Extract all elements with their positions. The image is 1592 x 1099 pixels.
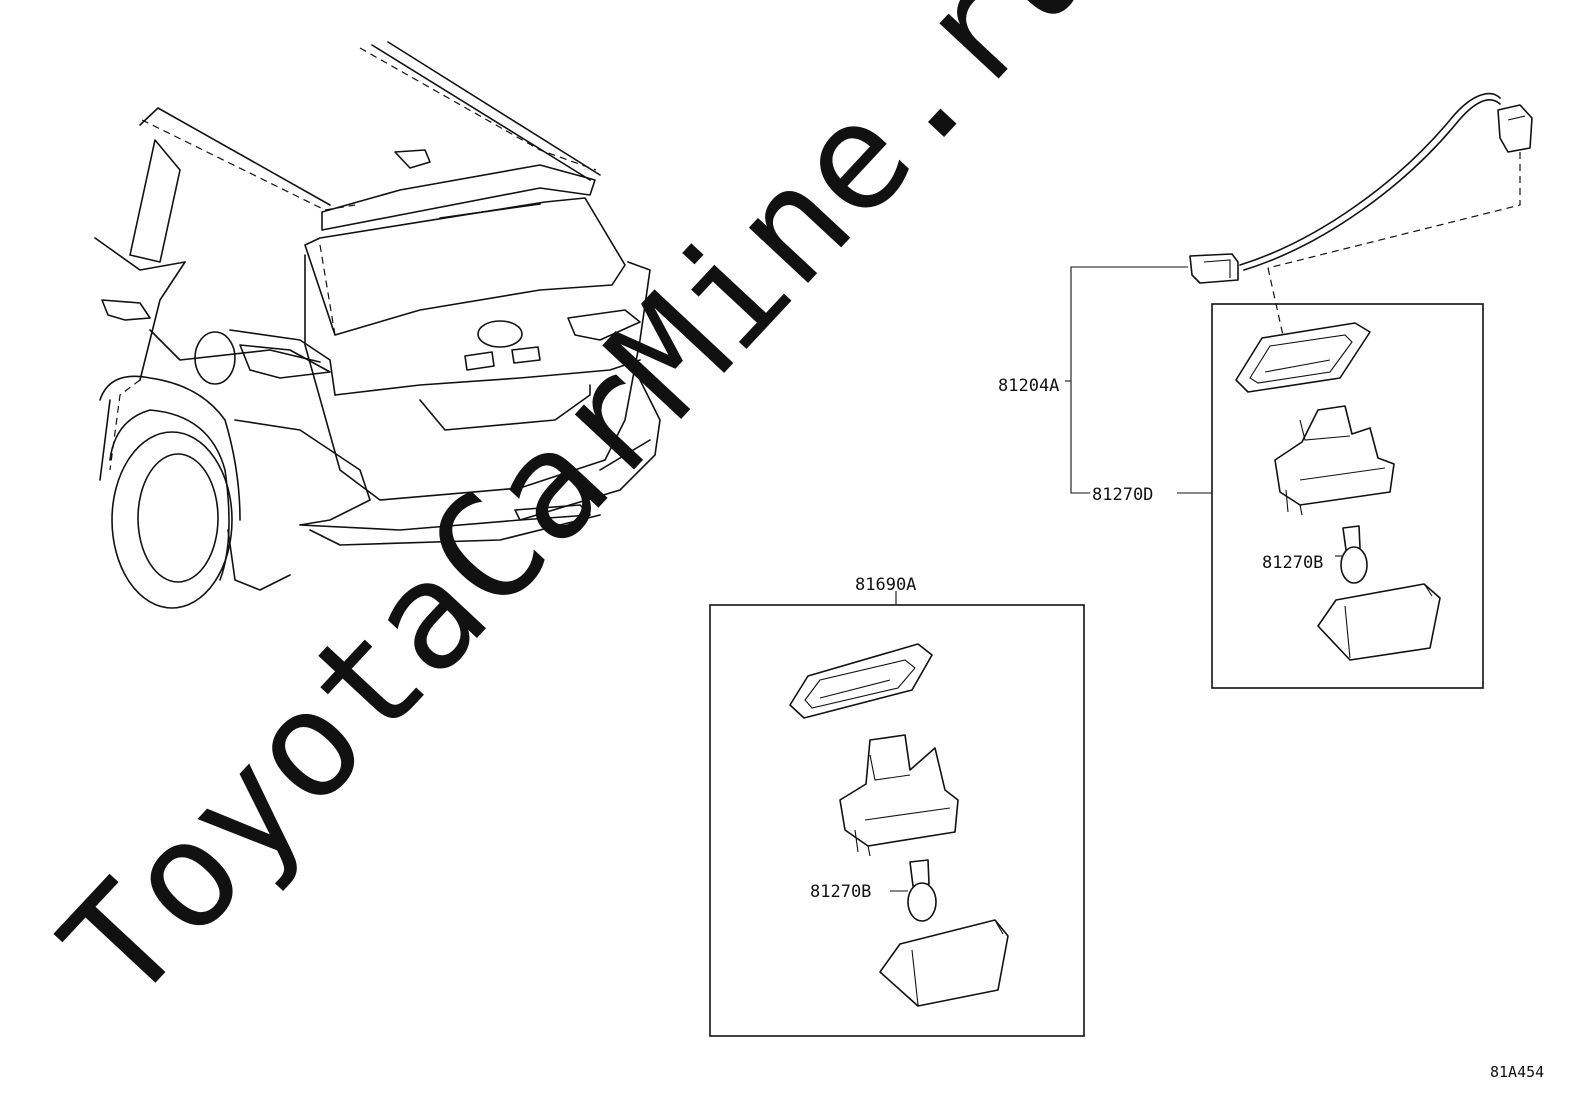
callout-labels: 81204A 81270D 81270B 81690A 81270B xyxy=(810,376,1323,902)
callout-81270B-right: 81270B xyxy=(1262,553,1323,573)
callout-81270B-left: 81270B xyxy=(810,882,871,902)
diagram-code: 81A454 xyxy=(1490,1063,1544,1081)
watermark: ToyotaCarMine.ru xyxy=(30,0,1128,1034)
lamp-assembly-left-box xyxy=(709,604,1085,1037)
vehicle-rear-illustration xyxy=(94,41,661,609)
lamp-assembly-right-box xyxy=(1211,303,1484,689)
lamp-assembly-right-group xyxy=(1065,92,1533,689)
watermark-text: ToyotaCarMine.ru xyxy=(30,0,1128,1034)
callout-81690A: 81690A xyxy=(855,575,916,595)
callout-81270D: 81270D xyxy=(1092,485,1153,505)
lamp-assembly-left-group xyxy=(709,591,1085,1037)
callout-81204A: 81204A xyxy=(998,376,1059,396)
